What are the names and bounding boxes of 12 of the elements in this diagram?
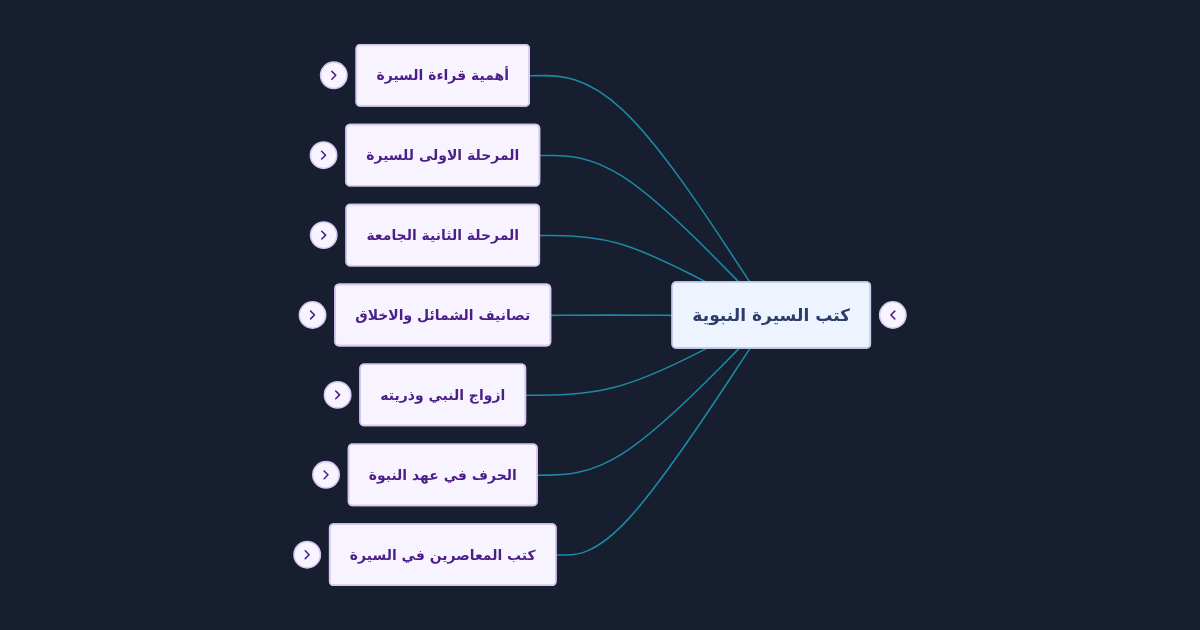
topic-box: تصانيف الشمائل والاخلاق bbox=[334, 283, 552, 347]
topic-box: الحرف في عهد النبوة bbox=[347, 443, 538, 507]
connector-line bbox=[536, 347, 740, 476]
topic-box: كتب المعاصرين في السيرة bbox=[328, 523, 557, 587]
topic-box: المرحلة الثانية الجامعة bbox=[345, 203, 541, 267]
connector-line bbox=[525, 347, 708, 397]
connector-line bbox=[539, 154, 740, 284]
connector-line bbox=[555, 347, 751, 556]
topic-box: ازواج النبي وذريته bbox=[359, 363, 527, 427]
topic-box: أهمية قراءة السيرة bbox=[355, 43, 530, 107]
topic-box: المرحلة الاولى للسيرة bbox=[345, 123, 541, 187]
central-topic-box: كتب السيرة النبوية bbox=[671, 281, 872, 349]
